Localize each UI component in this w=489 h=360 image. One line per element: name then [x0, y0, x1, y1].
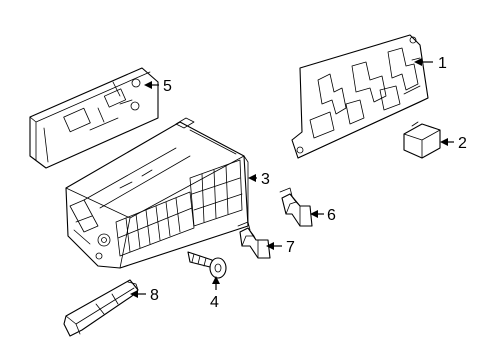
callout-label-8: 8 — [150, 287, 159, 304]
callout-5: 5 — [144, 78, 172, 95]
callout-3: 3 — [248, 171, 270, 188]
part-2-relay — [403, 121, 441, 159]
callout-label-3: 3 — [261, 171, 270, 188]
callout-2: 2 — [440, 135, 467, 152]
part-4-screw — [187, 251, 227, 279]
part-1-bracket — [291, 34, 429, 159]
callout-7: 7 — [266, 239, 295, 256]
callout-label-7: 7 — [286, 239, 295, 256]
part-3-fuse-box — [65, 117, 249, 269]
callout-8: 8 — [130, 287, 159, 304]
part-7-fuse — [237, 221, 271, 259]
callout-4: 4 — [210, 276, 220, 311]
part-8-clip — [63, 279, 139, 337]
callout-6: 6 — [310, 207, 336, 224]
callout-label-4: 4 — [210, 294, 219, 311]
callout-label-2: 2 — [458, 135, 467, 152]
callout-label-6: 6 — [327, 207, 336, 224]
callout-label-1: 1 — [438, 55, 447, 72]
part-5-cover — [29, 67, 159, 169]
callout-label-5: 5 — [163, 78, 172, 95]
callout-1: 1 — [414, 55, 447, 72]
part-6-fuse — [279, 187, 313, 227]
